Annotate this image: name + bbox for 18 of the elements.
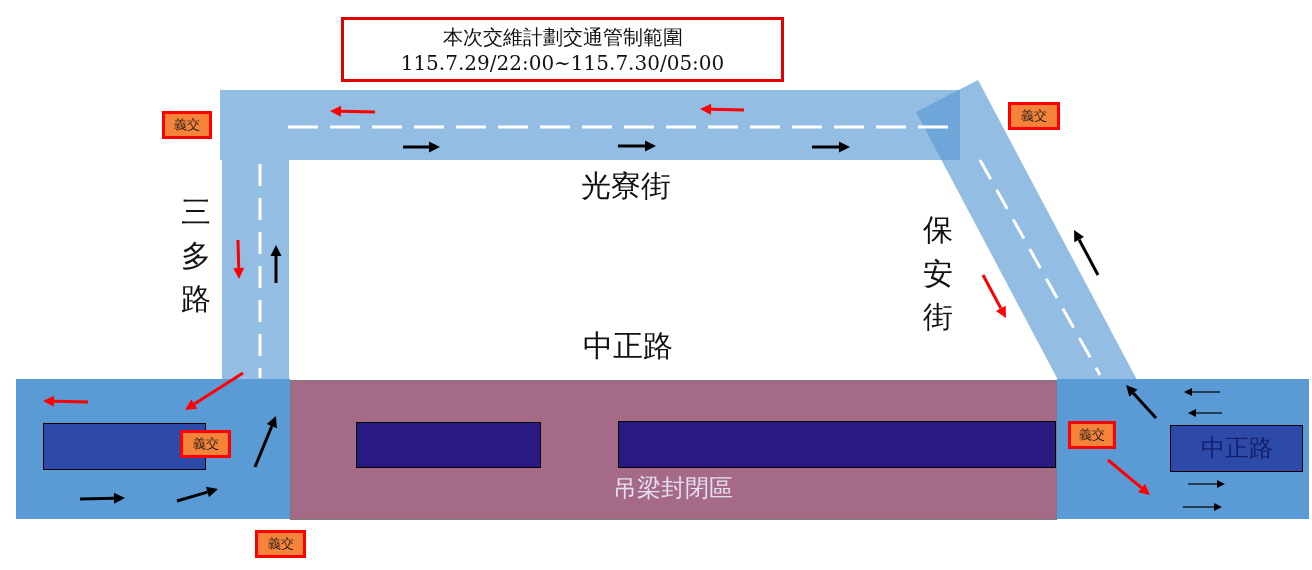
marshal-tag: 義交: [162, 111, 212, 139]
notice-dates: 115.7.29/22:00~115.7.30/05:00: [400, 49, 725, 76]
street-name: 光寮街: [581, 168, 671, 204]
marshal-tag: 義交: [180, 430, 231, 458]
street-name: 三多路: [180, 193, 212, 318]
street-name: 中正路: [583, 328, 673, 364]
median-island: [356, 422, 541, 468]
zone-label: 吊梁封閉區: [613, 473, 733, 504]
marshal-tag: 義交: [1008, 102, 1060, 130]
closure-zone: [290, 380, 1057, 520]
median-island: [43, 423, 206, 470]
street-name: 保安街: [922, 211, 954, 336]
marshal-tag: 義交: [255, 530, 306, 558]
notice-title: 本次交維計劃交通管制範圍: [442, 23, 683, 50]
median-island: [618, 421, 1056, 468]
median-island: 中正路: [1170, 425, 1303, 472]
marshal-tag: 義交: [1068, 421, 1116, 449]
notice-box: [341, 17, 784, 82]
